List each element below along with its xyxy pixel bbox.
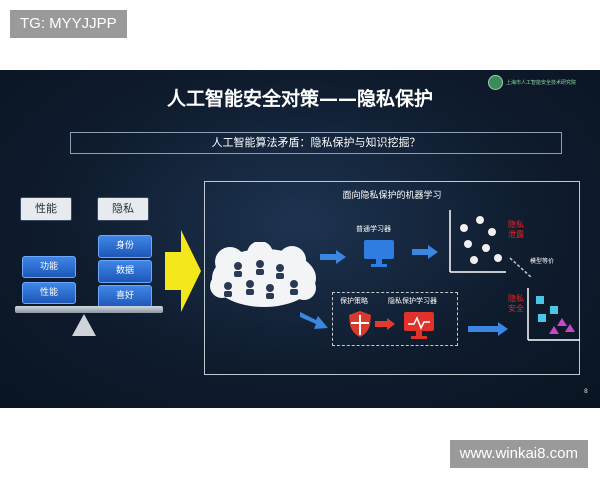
page-number: 8 (584, 388, 588, 395)
balance-left-item: 功能 (22, 256, 76, 278)
scatter-plot-safe (527, 288, 580, 341)
yellow-arrow-icon (165, 230, 201, 312)
arrow-right-icon (412, 245, 438, 259)
logo-emblem-icon (488, 74, 503, 90)
balance-right-item: 身份 (98, 235, 152, 258)
balance-beam (15, 306, 163, 313)
logo-text: 上海市人工智能安全技术研究院 (506, 79, 577, 86)
privacy-leak-label: 隐私 泄露 (508, 220, 524, 240)
slide-title: 人工智能安全对策——隐私保护 (166, 88, 433, 110)
balance-right-header: 隐私 (97, 197, 149, 221)
protection-strategy-label: 保护策略 (340, 297, 368, 305)
panel-title: 面向隐私保护的机器学习 (342, 191, 442, 201)
balance-left-header: 性能 (20, 197, 72, 221)
balance-fulcrum-icon (72, 314, 96, 336)
slide-image: 人工智能安全对策——隐私保护 上海市人工智能安全技术研究院 人工智能算法矛盾：隐… (0, 70, 600, 408)
privacy-leak-line-2: 泄露 (508, 230, 524, 239)
arrow-down-right-icon (300, 312, 328, 329)
ml-diagram-panel: 面向隐私保护的机器学习 (204, 181, 580, 375)
privacy-pipeline-box (332, 292, 458, 346)
slide-subtitle: 人工智能算法矛盾：隐私保护与知识挖掘？ (70, 132, 562, 154)
balance-right-item: 数据 (98, 260, 152, 283)
privacy-safe-label: 隐私 安全 (508, 294, 524, 314)
alert-monitor-icon (404, 312, 434, 339)
privacy-leak-line-1: 隐私 (508, 220, 524, 229)
scatter-plot-leak (449, 210, 506, 273)
ordinary-learner-label: 普通学习器 (356, 225, 391, 233)
privacy-learner-label: 隐私保护学习器 (388, 297, 437, 305)
privacy-safe-line-1: 隐私 (508, 294, 524, 303)
arrow-right-icon (375, 318, 395, 330)
institute-logo: 上海市人工智能安全技术研究院 (488, 74, 596, 90)
shield-icon (349, 311, 371, 337)
arrow-right-icon (320, 250, 346, 264)
watermark-top-left: TG: MYYJJPP (10, 10, 127, 38)
model-equivalent-label: 模型等价 (530, 258, 555, 265)
monitor-icon (364, 240, 394, 267)
watermark-bottom-right: www.winkai8.com (449, 440, 588, 468)
arrow-right-icon (468, 322, 508, 336)
balance-left-item: 性能 (22, 282, 76, 304)
privacy-safe-line-2: 安全 (508, 304, 524, 313)
user-cloud-icon (210, 242, 316, 307)
balance-right-item: 喜好 (98, 285, 152, 308)
